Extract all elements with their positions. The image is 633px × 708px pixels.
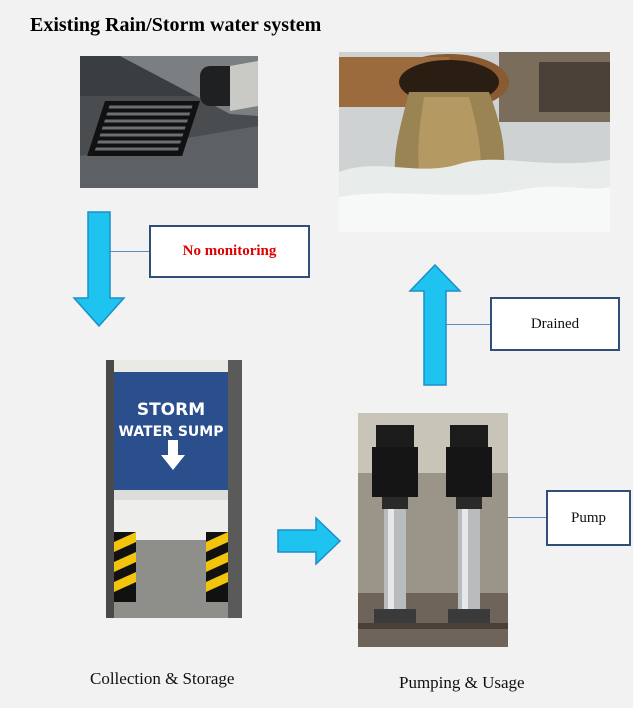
drained-leader-line: [446, 324, 490, 325]
sump-sign-line-1: STORM: [136, 400, 206, 420]
arrow-up-icon: [408, 263, 462, 386]
drained-callout: Drained: [490, 297, 620, 351]
no-monitoring-label: No monitoring: [182, 243, 277, 259]
pump-leader-line: [508, 517, 546, 518]
no-monitoring-callout: No monitoring: [149, 225, 310, 278]
pump-callout: Pump: [546, 490, 631, 546]
pumping-usage-caption: Pumping & Usage: [399, 673, 525, 692]
sump-sign-line-2: WATER SUMP: [118, 424, 224, 440]
outflow-pipe-illustration: [339, 52, 610, 232]
drain-grate-illustration: [80, 56, 258, 188]
monitoring-leader-line: [108, 251, 150, 252]
sump-illustration: [106, 360, 242, 618]
drained-label: Drained: [530, 315, 580, 332]
pumps-photo: [358, 413, 508, 647]
arrow-right-icon: [277, 516, 342, 566]
storm-water-sump-photo: STORM WATER SUMP: [106, 360, 242, 618]
outflow-pipe-photo: [339, 52, 610, 232]
collection-storage-caption: Collection & Storage: [90, 669, 235, 688]
arrow-down-icon: [72, 211, 126, 328]
page-title: Existing Rain/Storm water system: [30, 14, 322, 36]
drain-grate-photo: [80, 56, 258, 188]
pumps-illustration: [358, 413, 508, 647]
pump-label: Pump: [570, 509, 606, 526]
